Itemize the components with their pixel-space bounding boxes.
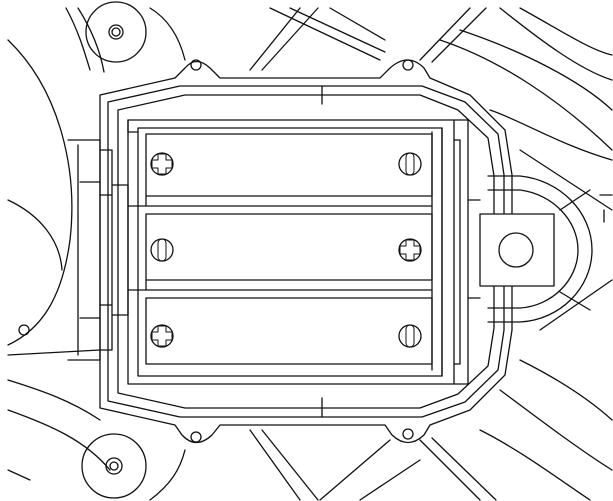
screw-slotted-slot2-left xyxy=(150,238,174,262)
mounting-boss-bottom-left xyxy=(190,431,202,443)
battery-slot-2 xyxy=(127,205,433,291)
screw-phillips-slot2-right xyxy=(398,238,422,262)
screw-phillips-slot1-left xyxy=(150,152,174,176)
screw-slotted-slot3-right xyxy=(398,324,422,348)
chassis-frame-lines xyxy=(7,7,613,501)
right-connector-dome xyxy=(467,175,593,323)
battery-slot-3 xyxy=(145,297,433,365)
left-pin xyxy=(18,324,30,336)
mounting-boss-bottom-right xyxy=(402,428,414,440)
mounting-boss-top-left xyxy=(190,59,202,71)
corner-post-top-left xyxy=(85,1,147,63)
corner-post-bottom-left xyxy=(81,433,147,499)
left-latch-rail xyxy=(67,139,129,361)
battery-slot-1 xyxy=(145,133,433,207)
screw-slotted-slot1-right xyxy=(398,152,422,176)
housing-outline xyxy=(99,59,513,444)
mounting-boss-top-right xyxy=(402,59,414,71)
screw-phillips-slot3-left xyxy=(150,324,174,348)
